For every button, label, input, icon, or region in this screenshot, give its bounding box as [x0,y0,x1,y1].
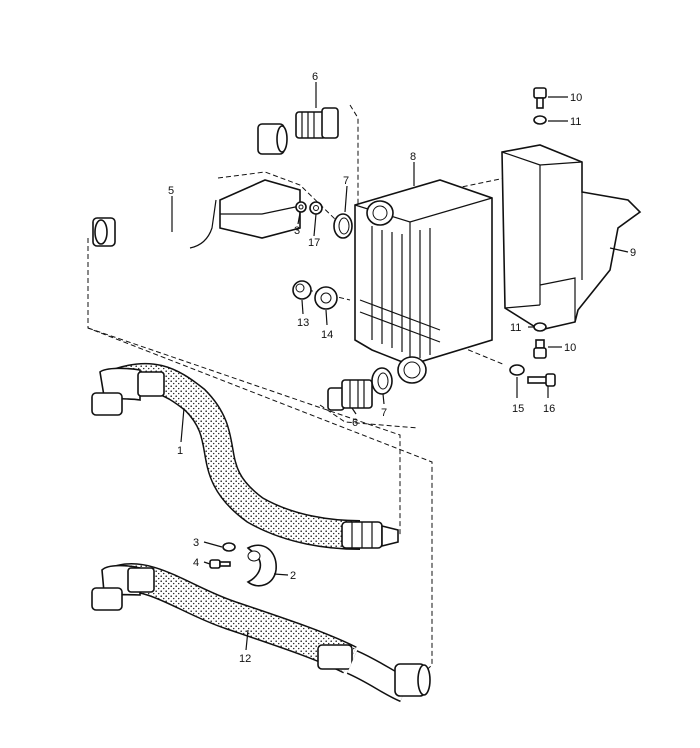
washer-11-top [533,115,547,125]
hose-1 [91,362,399,550]
clamp-2 [246,544,277,587]
o-ring-7-bottom [371,367,393,395]
bracket-plate [219,179,301,239]
callout-7-bottom: 7 [381,407,387,419]
shroud-9 [501,144,642,331]
nut-14 [314,286,338,310]
callout-7-top: 7 [343,175,349,187]
pipe-5 [92,123,288,249]
callout-labels: 6 5 3 17 7 8 9 10 11 11 10 15 16 13 14 6… [168,71,636,665]
callout-9: 9 [630,247,636,259]
callout-14: 14 [321,329,333,341]
callout-10-top: 10 [570,92,582,104]
callout-11-top: 11 [570,116,581,128]
callout-15: 15 [512,403,524,415]
bolt-16 [527,373,556,387]
washer-17 [309,201,323,215]
callout-13: 13 [297,317,309,329]
fitting-6-bottom [327,379,373,411]
bolt-10-bottom [533,339,547,359]
oil-cooler-8 [354,179,493,384]
hose-12 [91,563,431,703]
leader-lines [171,82,629,651]
callout-17: 17 [308,237,320,249]
callout-3-lower: 3 [193,537,199,549]
bolt-10-top [533,87,547,109]
callout-16: 16 [543,403,555,415]
callout-12: 12 [239,653,251,665]
callout-6-top: 6 [312,71,318,83]
nut-3-lower [222,542,236,552]
callout-5: 5 [168,185,174,197]
callout-1: 1 [177,445,183,457]
fitting-6-top [295,107,339,139]
callout-2: 2 [290,570,296,582]
callout-6-bottom: 6 [352,417,358,429]
plug-13 [292,280,312,300]
nut-3-upper [295,201,307,213]
callout-3-upper: 3 [294,225,300,237]
callout-11-bottom: 11 [510,322,521,334]
o-ring-7-top [333,213,353,239]
washer-11-bottom [533,322,547,332]
washer-15 [509,364,525,376]
callout-4: 4 [193,557,199,569]
callout-8: 8 [410,151,416,163]
callout-10-bottom: 10 [564,342,576,354]
screw-4 [209,559,231,569]
